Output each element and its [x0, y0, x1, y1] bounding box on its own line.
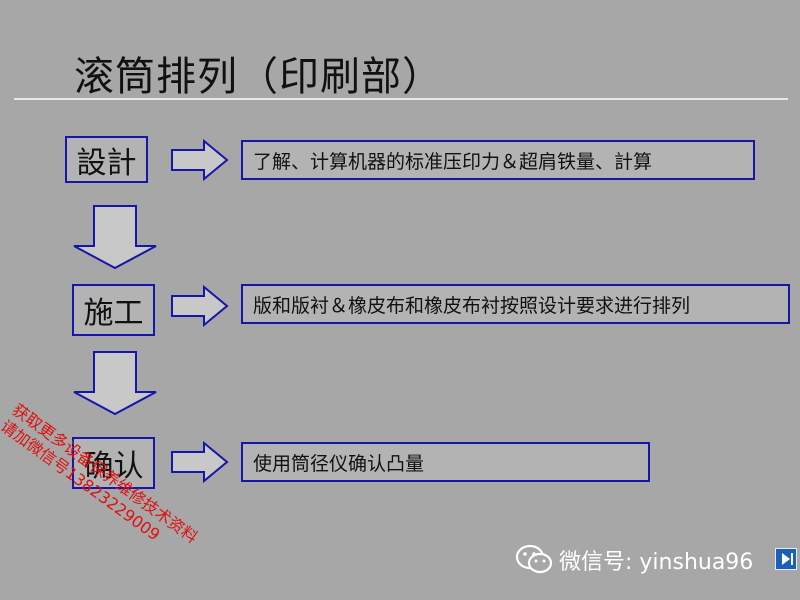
right-arrow-icon [171, 138, 229, 182]
step-construction-label: 施工 [83, 296, 144, 331]
step-construction-description-box: 版和版衬＆橡皮布和橡皮布衬按照设计要求进行排列 [241, 284, 790, 324]
right-arrow-icon [171, 284, 229, 328]
right-arrow-icon [171, 440, 229, 484]
title-divider [14, 98, 788, 100]
page-title: 滚筒排列（印刷部） [74, 54, 443, 100]
play-icon [782, 553, 793, 565]
down-arrow-icon [73, 205, 157, 270]
step-confirm-label: 确认 [83, 449, 144, 484]
step-design-description-box: 了解、计算机器的标准压印力＆超肩铁量、計算 [241, 140, 755, 180]
step-confirm-box: 确认 [72, 437, 155, 489]
step-confirm-description-box: 使用筒径仪确认凸量 [241, 442, 650, 482]
step-construction-box: 施工 [72, 284, 155, 336]
down-arrow-icon [73, 351, 157, 416]
step-construction-description: 版和版衬＆橡皮布和橡皮布衬按照设计要求进行排列 [253, 294, 691, 317]
step-design-description: 了解、计算机器的标准压印力＆超肩铁量、計算 [253, 150, 653, 173]
step-confirm-description: 使用筒径仪确认凸量 [253, 452, 425, 475]
wechat-icon [515, 544, 553, 574]
wechat-badge: 微信号: yinshua96 [515, 540, 800, 580]
play-button[interactable] [775, 548, 797, 570]
wechat-id-label: 微信号: yinshua96 [559, 550, 754, 575]
step-design-label: 設計 [76, 145, 137, 181]
step-design-box: 設計 [65, 136, 148, 183]
